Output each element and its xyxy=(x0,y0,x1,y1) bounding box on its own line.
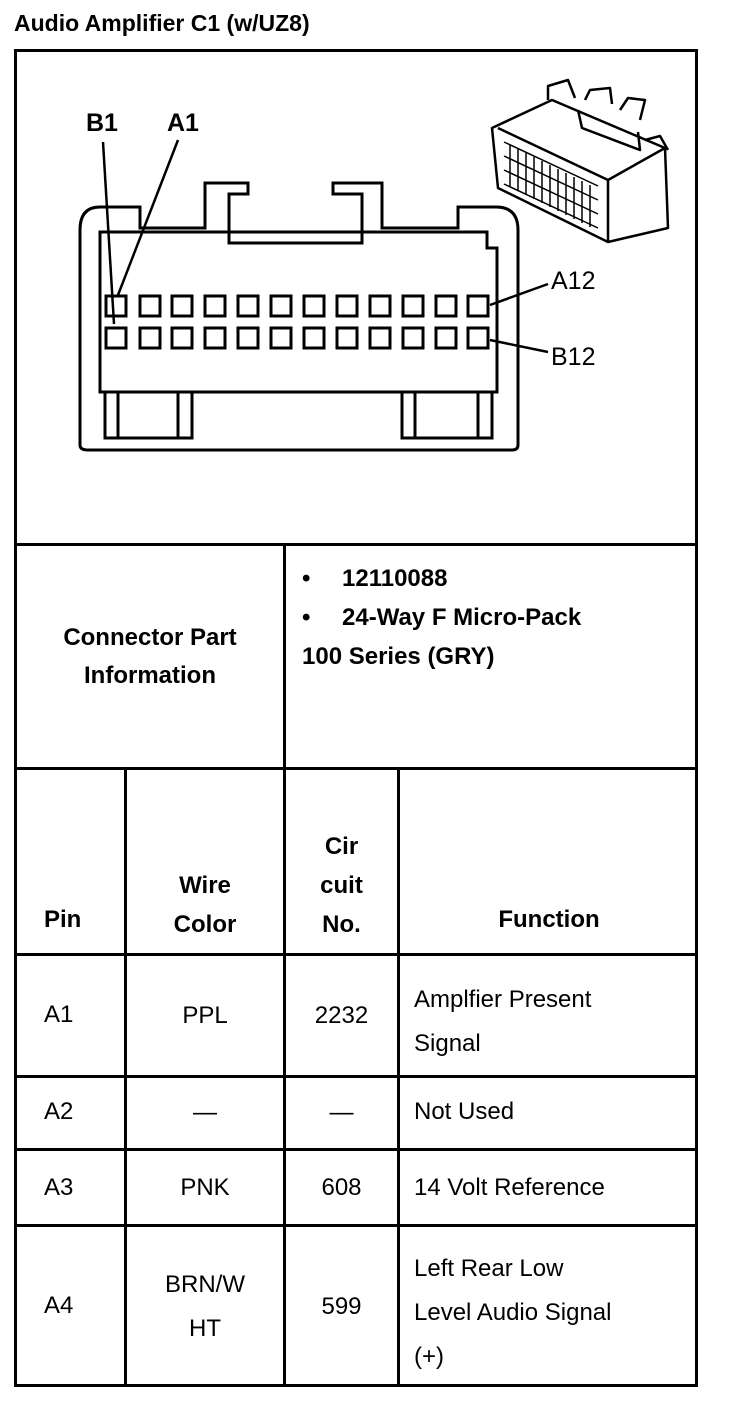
table-row-a1-pin: A1 xyxy=(44,1001,74,1028)
pin-cavity xyxy=(335,294,359,318)
connector-table xyxy=(14,49,698,1387)
divider-row-a1 xyxy=(14,1075,698,1078)
table-row-a4-wire: BRN/W HT xyxy=(165,1271,245,1342)
pin-cavity xyxy=(138,326,162,350)
label-a12: A12 xyxy=(551,267,595,295)
connector-face xyxy=(78,181,520,452)
part-number-row: • xyxy=(302,565,310,593)
part-description-cont: 100 Series (GRY) xyxy=(302,643,495,670)
table-row-a3-pin: A3 xyxy=(44,1174,74,1201)
pin-cavity xyxy=(269,294,293,318)
pin-cavity xyxy=(236,294,260,318)
part-info-label: Connector Part Information xyxy=(63,623,237,689)
divider-row-a3 xyxy=(14,1224,698,1227)
table-row-a1-function: Amplfier Present Signal xyxy=(414,986,592,1057)
part-number: 12110088 xyxy=(342,565,448,592)
pin-grid xyxy=(104,294,490,350)
table-row-a2-function: Not Used xyxy=(414,1098,515,1125)
label-b1: B1 xyxy=(86,109,118,137)
pin-cavity xyxy=(203,326,227,350)
header-pin: Pin xyxy=(44,906,82,933)
pin-cavity xyxy=(335,326,359,350)
pin-cavity xyxy=(302,294,326,318)
pin-cavity xyxy=(368,294,392,318)
bullet-icon: • xyxy=(302,604,311,631)
divider-diagram xyxy=(14,543,698,546)
divider-part-info-bottom xyxy=(14,767,698,770)
pin-cavity-a1 xyxy=(104,294,128,318)
table-row-a1-circuit: 2232 xyxy=(314,1001,369,1029)
divider-header xyxy=(14,953,698,956)
pin-cavity xyxy=(434,326,458,350)
pin-cavity-b12 xyxy=(466,326,490,350)
table-row-a4-circuit: 599 xyxy=(321,1293,362,1320)
pin-cavity xyxy=(170,294,194,318)
leader-lines xyxy=(101,139,549,354)
table-row-a2-pin: A2 xyxy=(44,1098,74,1125)
divider-row-a2 xyxy=(14,1148,698,1151)
part-description: 24-Way F Micro-Pack xyxy=(342,604,582,631)
pin-cavity-a12 xyxy=(466,294,490,318)
pin-cavity xyxy=(302,326,326,350)
table-row-a1-wire: PPL xyxy=(182,1001,228,1029)
header-wire-color: Wire Color xyxy=(173,872,237,938)
table-row-a2-wire: — xyxy=(193,1099,217,1126)
table-row-a4-pin: A4 xyxy=(44,1292,74,1319)
header-circuit-no: Cir cuit No. xyxy=(320,833,363,938)
iso-pin-grid xyxy=(503,141,599,229)
table-row-a2-circuit: — xyxy=(329,1099,354,1126)
table-row-a3-wire: PNK xyxy=(180,1173,230,1201)
pin-cavity xyxy=(170,326,194,350)
pin-cavity xyxy=(203,294,227,318)
pin-cavity xyxy=(269,326,293,350)
label-a1: A1 xyxy=(167,109,199,137)
connector-diagram: B1 A1 A12 B12 xyxy=(78,78,670,452)
table-row-a4-function: Left Rear Low Level Audio Signal (+) xyxy=(414,1255,612,1370)
pin-cavity xyxy=(138,294,162,318)
header-function: Function xyxy=(498,906,600,933)
page-title: Audio Amplifier C1 (w/UZ8) xyxy=(14,10,310,36)
connector-iso-view xyxy=(490,78,670,244)
description-row: • xyxy=(302,604,310,632)
pin-cavity xyxy=(236,326,260,350)
bullet-icon: • xyxy=(302,565,311,592)
table-row-a3-function: 14 Volt Reference xyxy=(414,1174,605,1201)
pin-cavity-b1 xyxy=(104,326,128,350)
label-b12: B12 xyxy=(551,343,595,371)
pin-cavity xyxy=(401,326,425,350)
pin-cavity xyxy=(368,326,392,350)
pin-cavity xyxy=(401,294,425,318)
pin-cavity xyxy=(434,294,458,318)
divider-part-info xyxy=(283,543,286,769)
table-row-a3-circuit: 608 xyxy=(321,1173,362,1201)
